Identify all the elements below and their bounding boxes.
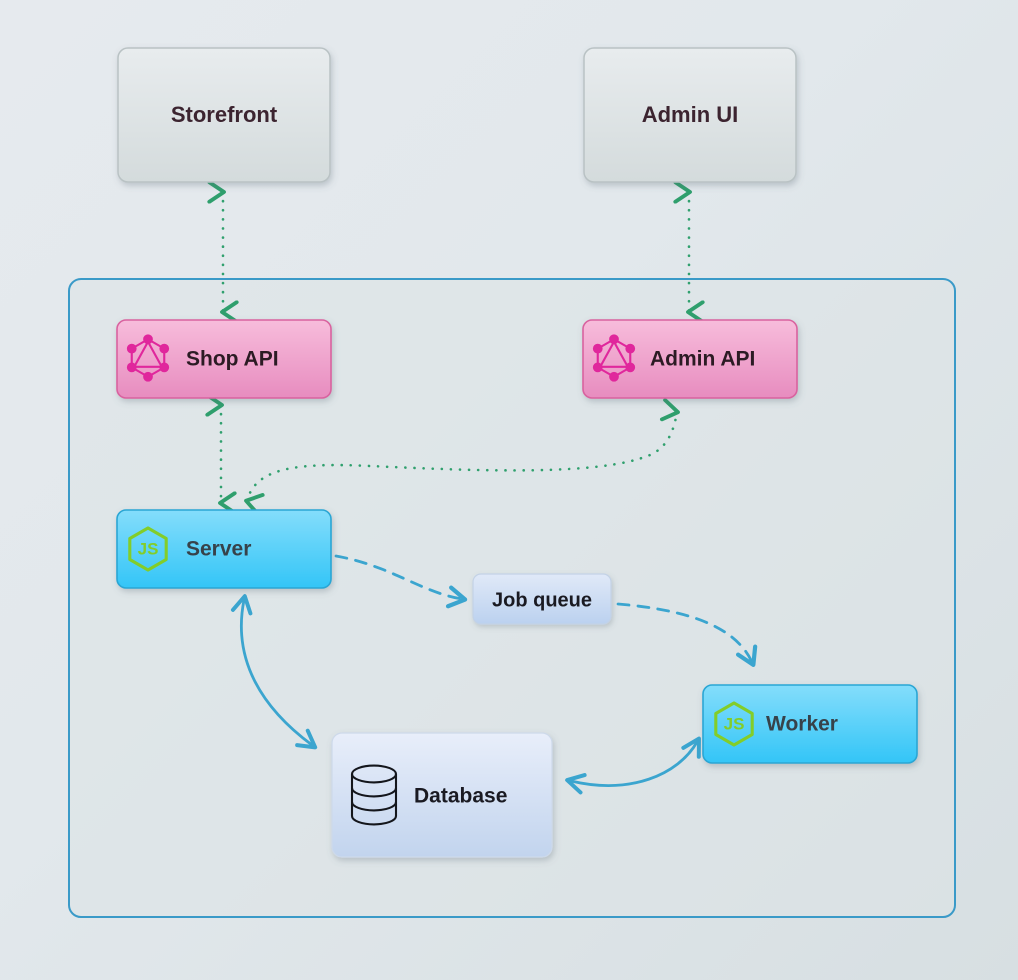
database-label: Database — [414, 785, 507, 808]
worker-box[interactable] — [702, 684, 918, 764]
server-label: Server — [186, 538, 251, 561]
job-queue-label: Job queue — [492, 589, 592, 611]
shop-api-box[interactable] — [116, 319, 332, 399]
node-storefront[interactable]: Storefront — [117, 47, 331, 183]
graphql-icon — [126, 334, 170, 382]
shop-api-label: Shop API — [186, 348, 279, 371]
node-admin-api[interactable]: Admin API — [582, 319, 798, 399]
edge-worker-database — [565, 736, 701, 795]
node-database[interactable]: Database — [331, 732, 553, 858]
worker-label: Worker — [766, 713, 838, 736]
node-admin-ui[interactable]: Admin UI — [583, 47, 797, 183]
database-icon — [350, 764, 398, 826]
admin-api-label: Admin API — [650, 348, 755, 371]
storefront-box[interactable] — [117, 47, 331, 183]
node-server[interactable]: JS Server — [116, 509, 332, 589]
database-box[interactable] — [331, 732, 553, 858]
admin-ui-label: Admin UI — [642, 102, 739, 127]
graphql-icon — [592, 334, 636, 382]
storefront-label: Storefront — [171, 102, 278, 127]
node-shop-api[interactable]: Shop API — [116, 319, 332, 399]
svg-text:JS: JS — [724, 714, 745, 733]
server-box[interactable] — [116, 509, 332, 589]
edge-server-job-queue — [334, 554, 468, 609]
edge-job-queue-worker — [616, 602, 758, 667]
nodejs-icon: JS — [714, 701, 754, 747]
svg-text:JS: JS — [138, 539, 159, 558]
job-queue-box[interactable] — [472, 573, 612, 625]
edge-admin-api-server — [244, 398, 680, 516]
admin-api-box[interactable] — [582, 319, 798, 399]
edge-server-database — [230, 594, 318, 750]
node-job-queue[interactable]: Job queue — [472, 573, 612, 625]
nodejs-icon: JS — [128, 526, 168, 572]
admin-ui-box[interactable] — [583, 47, 797, 183]
node-worker[interactable]: JS Worker — [702, 684, 918, 764]
